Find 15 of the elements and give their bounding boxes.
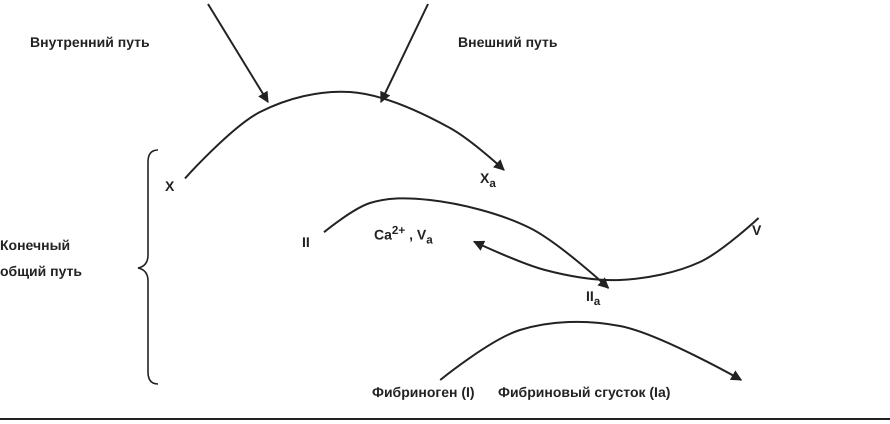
factor-label: Фибриноген (I) (372, 383, 476, 402)
arrow (440, 320, 742, 381)
factor-label: X (165, 177, 176, 196)
factor-label: V (752, 221, 762, 240)
bracket-label: Конечный общий путь (0, 236, 83, 281)
factor-label: Фибриновый сгусток (Ia) (498, 383, 672, 402)
factor-label: II (302, 233, 311, 252)
factor-label: X$_{a}$ (480, 169, 497, 192)
arrow (473, 217, 760, 282)
arrow (184, 90, 505, 180)
pathway-label: Внутренний путь (30, 33, 151, 52)
arrow (323, 197, 610, 289)
factor-label: II$_{a}$ (586, 287, 602, 310)
factor-label: Ca$^{2+}$ , V$_{a}$ (374, 222, 434, 248)
pathway-label: Внешний путь (458, 33, 558, 52)
